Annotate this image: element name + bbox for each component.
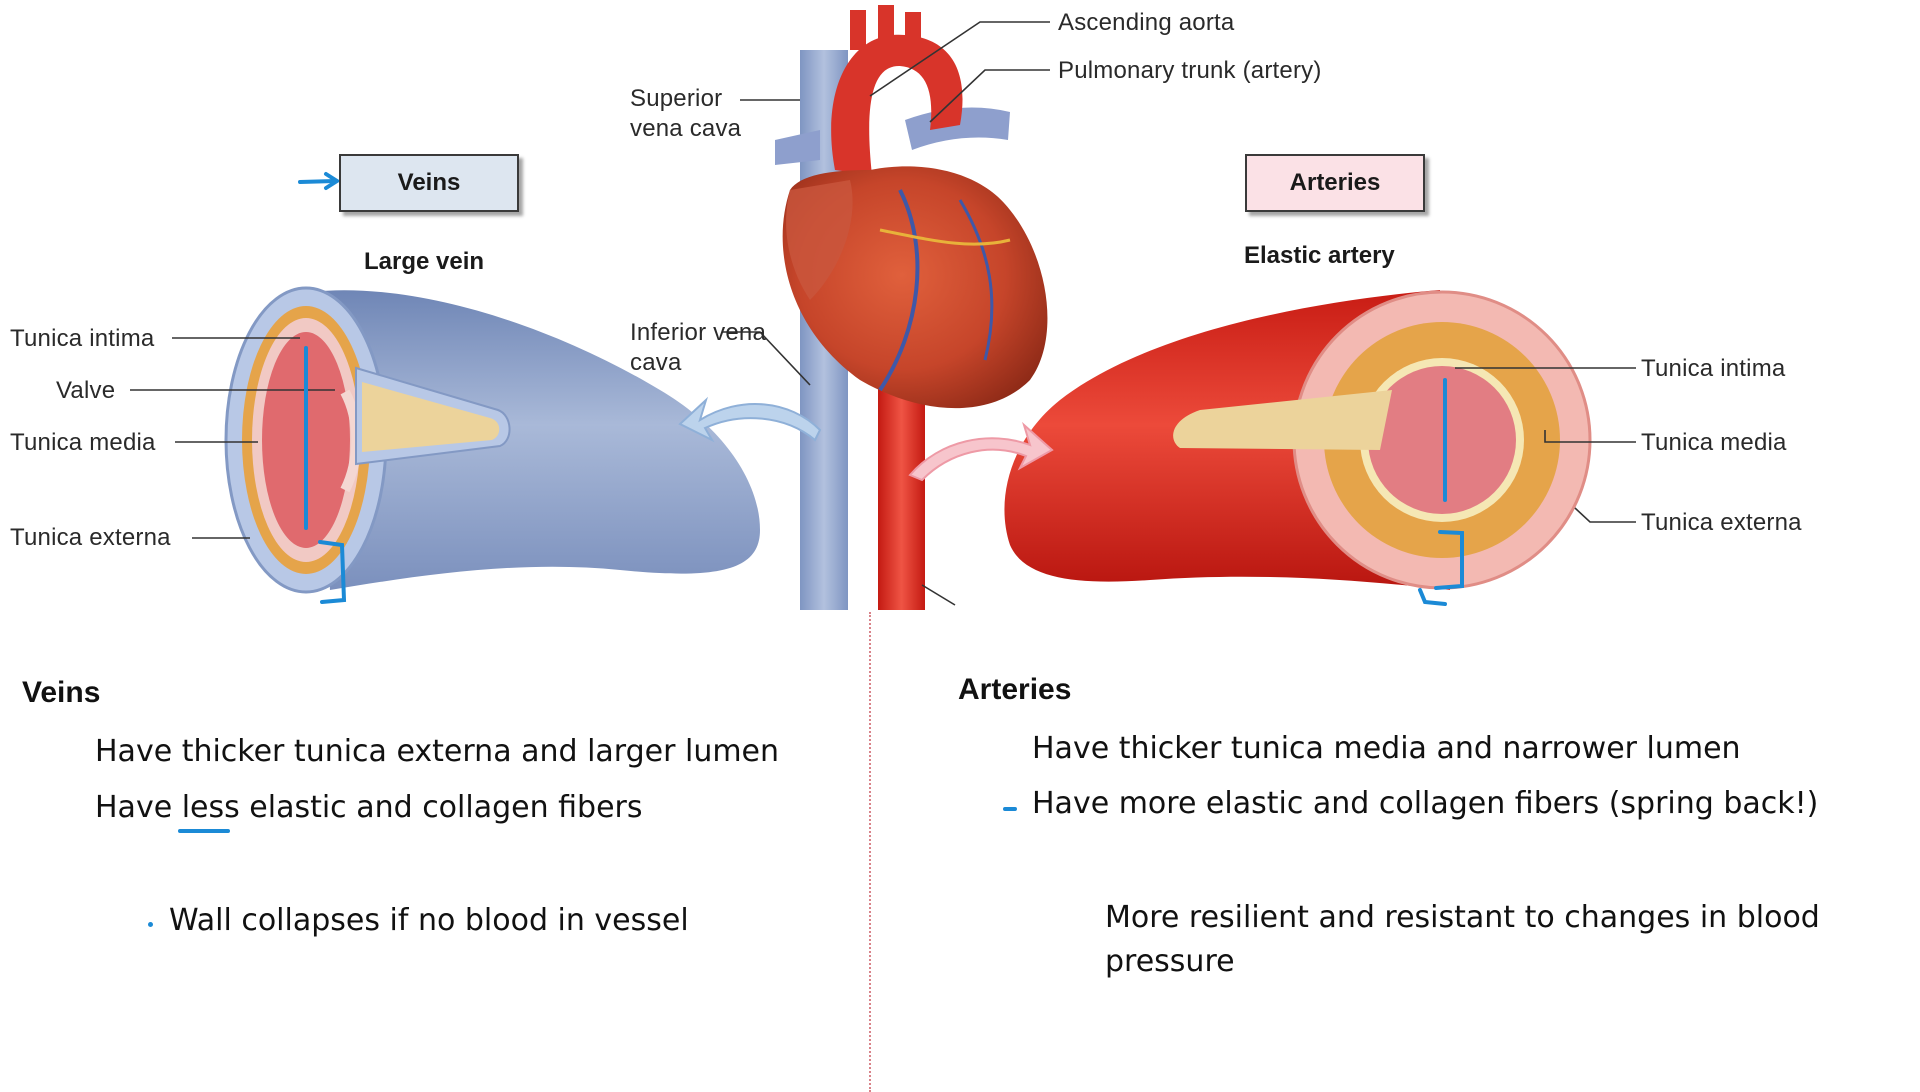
label-superior-vena-cava: Superior vena cava xyxy=(630,85,742,142)
diagram-artwork xyxy=(130,5,1636,610)
vein-label-tunica-media: Tunica media xyxy=(10,429,156,456)
pulmonary-artery-left-shape xyxy=(775,130,820,165)
vein-label-valve: Valve xyxy=(56,377,116,404)
ink-underline-less xyxy=(178,829,230,833)
vein-body-shape xyxy=(310,290,760,590)
arteries-tag: Arteries xyxy=(1245,154,1425,212)
vein-wall-inner-shape xyxy=(362,382,500,452)
ink-dash-mark xyxy=(1003,807,1017,811)
ink-bullet-dot xyxy=(148,922,153,927)
arteries-notes-heading: Arteries xyxy=(958,673,1072,706)
arteries-note-bullet: More resilient and resistant to changes … xyxy=(1105,900,1820,979)
veins-tag: Veins xyxy=(339,154,519,212)
heart-illustration xyxy=(775,5,1048,610)
arteries-note-line-2: Have more elastic and collagen fibers (s… xyxy=(1032,786,1819,821)
vein-label-tunica-intima: Tunica intima xyxy=(10,325,155,352)
artery-label-tunica-media: Tunica media xyxy=(1641,429,1787,456)
elastic-artery-subtitle: Elastic artery xyxy=(1244,242,1395,269)
aortic-branch-shape xyxy=(850,10,866,50)
aortic-branch-shape xyxy=(905,12,921,52)
artery-wall-cut-shape xyxy=(1173,390,1392,450)
coronary-vessel-shape xyxy=(958,199,994,361)
label-inferior-vena-cava: Inferior vena cava xyxy=(630,319,767,376)
right-atrium-shape xyxy=(786,180,853,300)
artery-label-tunica-externa: Tunica externa xyxy=(1641,509,1802,536)
vein-flow-arrow xyxy=(678,396,822,443)
coronary-fat-shape xyxy=(879,228,1011,246)
vessel-diagram: Ascending aorta Pulmonary trunk (artery)… xyxy=(10,5,1802,610)
label-ascending-aorta: Ascending aorta xyxy=(1058,9,1235,36)
column-divider xyxy=(869,612,871,1092)
arteries-note-line-1: Have thicker tunica media and narrower l… xyxy=(1032,731,1741,766)
descending-aorta-shape xyxy=(878,380,925,610)
diagram-ink-annotations xyxy=(298,172,1464,606)
vein-label-tunica-externa: Tunica externa xyxy=(10,524,171,551)
veins-note-bullet: Wall collapses if no blood in vessel xyxy=(169,903,689,938)
coronary-vessel-shape xyxy=(878,189,920,392)
label-pulmonary-trunk: Pulmonary trunk (artery) xyxy=(1058,57,1322,84)
aortic-arch-shape xyxy=(831,34,963,175)
artery-flow-arrow xyxy=(908,421,1054,482)
aortic-branch-shape xyxy=(878,5,894,45)
vein-illustration xyxy=(224,286,760,594)
veins-note-line-1: Have thicker tunica externa and larger l… xyxy=(95,734,780,769)
large-vein-subtitle: Large vein xyxy=(364,248,485,275)
veins-notes-heading: Veins xyxy=(22,676,101,709)
artery-label-tunica-intima: Tunica intima xyxy=(1641,355,1786,382)
artery-illustration xyxy=(1004,290,1592,590)
leader-lines xyxy=(130,21,1636,606)
veins-note-line-2: Have less elastic and collagen fibers xyxy=(95,790,643,825)
artery-lumen xyxy=(1368,366,1516,514)
